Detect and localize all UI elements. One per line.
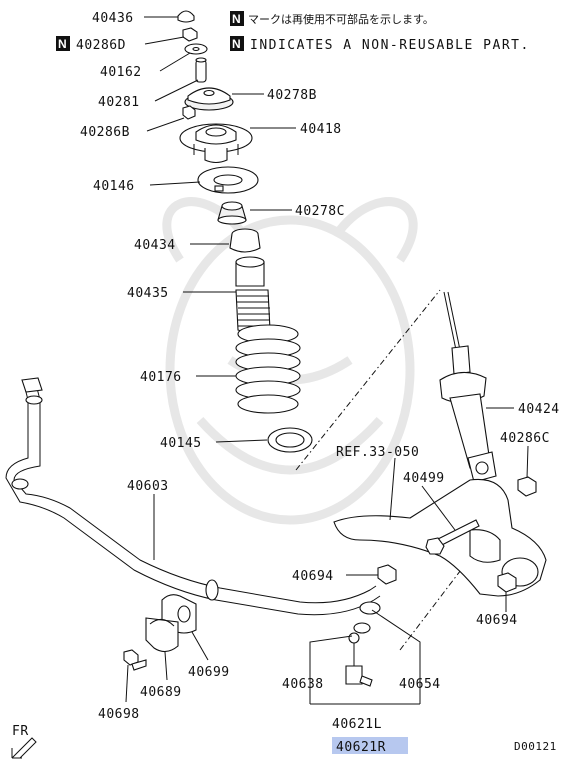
label-40699: 40699 — [188, 665, 230, 680]
part-40145-spring-pad — [267, 427, 313, 453]
part-40499-bolt — [425, 519, 480, 555]
label-40603: 40603 — [127, 479, 169, 494]
label-40278C: 40278C — [295, 204, 345, 219]
fr-arrow-icon — [11, 737, 37, 759]
n-badge-2 — [230, 36, 244, 51]
diagram-code: D00121 — [514, 740, 557, 753]
label-40278B: 40278B — [267, 88, 317, 103]
n-badge-2-text: N — [232, 37, 241, 51]
label-40162: 40162 — [100, 65, 142, 80]
part-40176-coil-spring — [235, 324, 301, 414]
part-40436-cap — [177, 10, 195, 23]
label-40499: 40499 — [403, 471, 445, 486]
n-badge-1 — [230, 11, 244, 26]
label-40621L: 40621L — [332, 717, 382, 732]
label-ref-33-050: REF.33-050 — [336, 445, 419, 460]
label-40435: 40435 — [127, 286, 169, 301]
n-badge-40286D-text: N — [58, 37, 67, 51]
note-en: N INDICATES A NON-REUSABLE PART. — [230, 36, 530, 53]
part-40694-nut-left — [377, 564, 397, 585]
n-badge-1-text: N — [232, 12, 241, 26]
label-40418: 40418 — [300, 122, 342, 137]
label-40176: 40176 — [140, 370, 182, 385]
leader-40638-40654 — [309, 609, 421, 704]
alignment-line-strut — [295, 289, 441, 471]
label-40281: 40281 — [98, 95, 140, 110]
label-40146: 40146 — [93, 179, 135, 194]
part-40654-link-bushing — [353, 601, 381, 634]
part-40162-washer — [184, 43, 208, 55]
part-40286C-nut — [517, 476, 537, 497]
label-40694-left: 40694 — [292, 569, 334, 584]
part-40278C-bushing — [217, 201, 247, 225]
part-40286B-nut — [182, 105, 196, 120]
label-40145: 40145 — [160, 436, 202, 451]
part-40603-stabilizer-bar — [5, 377, 381, 616]
label-40698: 40698 — [98, 707, 140, 722]
label-40424: 40424 — [518, 402, 560, 417]
n-badge-40286D — [56, 36, 70, 51]
note-jp: N マークは再使用不可部品を示します。 — [230, 11, 434, 26]
part-40424-shock-absorber — [439, 291, 497, 483]
label-fr: FR — [12, 724, 29, 739]
part-40146-spring-seat — [197, 166, 259, 194]
label-40689: 40689 — [140, 685, 182, 700]
label-40286D: 40286D — [76, 38, 126, 53]
part-40694-nut-right — [497, 572, 517, 593]
label-40434: 40434 — [134, 238, 176, 253]
label-40694-right: 40694 — [476, 613, 518, 628]
part-40435-dust-cover — [235, 256, 271, 334]
label-40654: 40654 — [399, 677, 441, 692]
note-en-text: INDICATES A NON-REUSABLE PART. — [250, 38, 530, 53]
part-40286D-nut — [182, 27, 198, 42]
part-40689-bracket — [145, 617, 179, 653]
part-40434-bump-cap — [229, 228, 261, 253]
label-40436: 40436 — [92, 11, 134, 26]
label-40621R[interactable]: 40621R — [336, 740, 386, 755]
highlight-40621R — [332, 737, 408, 754]
part-40278B-bushing — [184, 87, 234, 111]
label-40638: 40638 — [282, 677, 324, 692]
part-40281-collar — [195, 57, 207, 83]
part-40621-stabilizer-link — [345, 632, 373, 687]
note-jp-text: マークは再使用不可部品を示します。 — [248, 12, 434, 26]
alignment-line-link — [399, 557, 471, 651]
label-40286C: 40286C — [500, 431, 550, 446]
part-40698-bolt — [123, 649, 147, 671]
label-40286B: 40286B — [80, 125, 130, 140]
part-40418-strut-mount — [179, 123, 253, 164]
